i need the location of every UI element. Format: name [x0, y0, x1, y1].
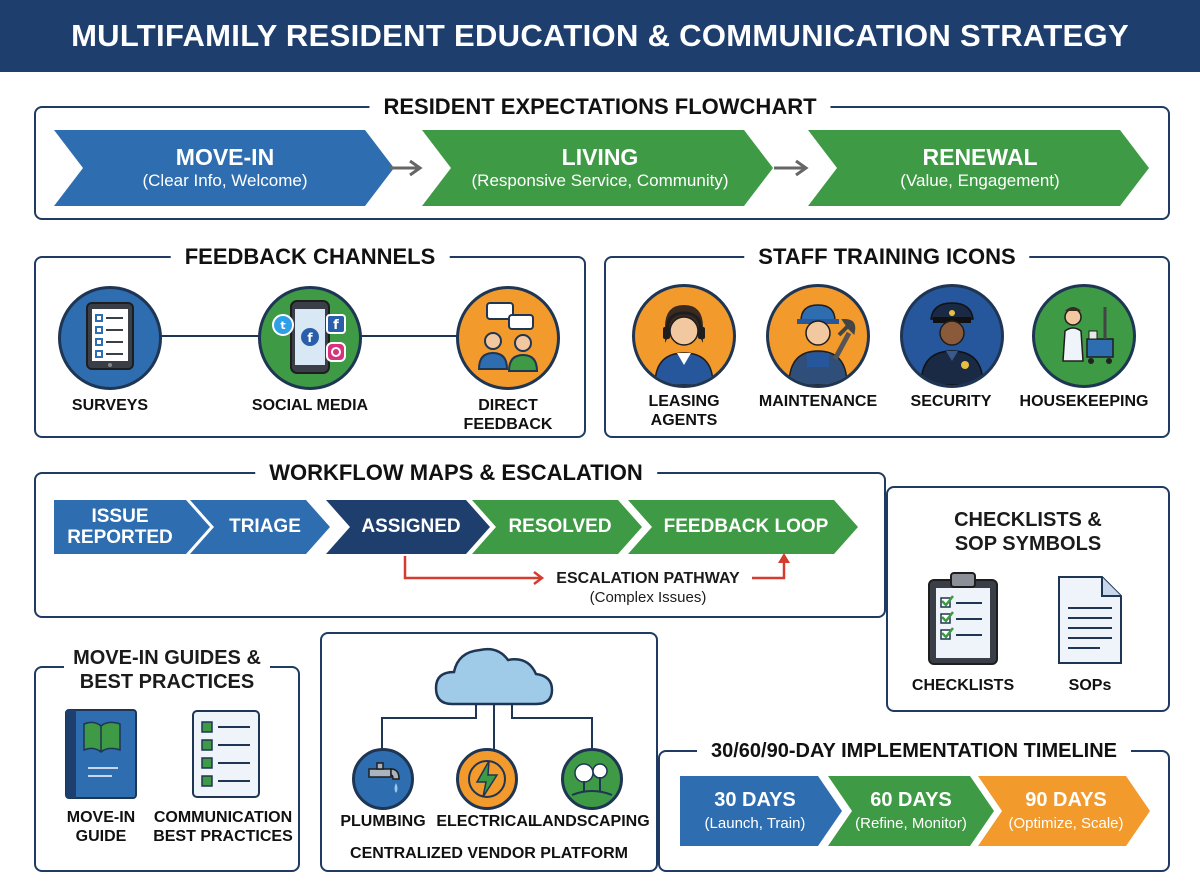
staff-label-leasing: LEASING AGENTS: [648, 393, 720, 429]
guides-label-communication: COMMUNICATION BEST PRACTICES: [153, 809, 293, 845]
header-banner: MULTIFAMILY RESIDENT EDUCATION & COMMUNI…: [0, 0, 1200, 72]
staff-label-security: SECURITY: [910, 393, 992, 410]
timeline-phase-sub: (Optimize, Scale): [1008, 815, 1124, 832]
timeline-phase-90: 90 DAYS (Optimize, Scale): [994, 778, 1138, 844]
smartphone-social-icon: t f f: [258, 286, 362, 390]
svg-text:f: f: [333, 318, 339, 333]
vendor-label-electrical: ELECTRICAL: [436, 813, 538, 830]
flowchart-title: RESIDENT EXPECTATIONS FLOWCHART: [369, 94, 831, 120]
lightning-icon: [456, 748, 518, 810]
workflow-step-label: RESOLVED: [508, 516, 612, 537]
faucet-icon: [352, 748, 414, 810]
workflow-chevron-issue: [54, 500, 210, 554]
flowchart-stage-sub: (Clear Info, Welcome): [142, 171, 308, 190]
staff-title: STAFF TRAINING ICONS: [744, 244, 1030, 270]
cloud-icon: [434, 647, 554, 706]
timeline-phase-30: 30 DAYS (Launch, Train): [680, 778, 830, 844]
workflow-step-label: TRIAGE: [229, 516, 301, 537]
flowchart-connector-1: [390, 159, 423, 177]
workflow-step-label: FEEDBACK LOOP: [663, 516, 829, 537]
guides-title: MOVE-IN GUIDES & BEST PRACTICES: [64, 646, 270, 694]
escalation-label: ESCALATION PATHWAY: [556, 570, 740, 587]
workflow-step-assigned: ASSIGNED: [346, 500, 476, 554]
flowchart-stage-living: LIVING (Responsive Service, Community): [440, 134, 760, 202]
escalation-arrow: [403, 553, 790, 585]
security-officer-icon: [900, 284, 1004, 388]
book-icon: [62, 706, 140, 802]
vendor-label-plumbing: PLUMBING: [340, 813, 426, 830]
checklists-title: CHECKLISTS & SOP SYMBOLS: [954, 509, 1102, 555]
flowchart-arrows: [54, 130, 1149, 206]
workflow-arrows: [54, 500, 858, 585]
guides-label-move-in: MOVE-IN GUIDE: [66, 809, 136, 845]
workflow-chevron-feedback-loop: [628, 500, 858, 554]
timeline-phase-sub: (Refine, Monitor): [855, 815, 967, 832]
checklists-label: CHECKLISTS: [911, 677, 1015, 694]
timeline-chevron-30: [680, 776, 842, 846]
timeline-chevron-60: [828, 776, 994, 846]
feedback-label-surveys: SURVEYS: [71, 397, 149, 414]
flowchart-chevron-move-in: [54, 130, 394, 206]
feedback-title: FEEDBACK CHANNELS: [170, 244, 450, 270]
document-icon: [1056, 574, 1124, 666]
flowchart-stage-label: LIVING: [561, 144, 639, 170]
flowchart-chevron-living: [422, 130, 773, 206]
vendor-network: [381, 647, 593, 750]
staff-label-housekeeping: HOUSEKEEPING: [1019, 393, 1149, 410]
flowchart-stage-label: MOVE-IN: [175, 144, 275, 170]
timeline-chevron-90: [978, 776, 1150, 846]
staff-label-maintenance: MAINTENANCE: [758, 393, 878, 410]
vendor-label-landscaping: LANDSCAPING: [532, 813, 650, 830]
flowchart-stage-sub: (Value, Engagement): [900, 171, 1060, 190]
workflow-step-feedback-loop: FEEDBACK LOOP: [648, 500, 844, 554]
maintenance-worker-icon: [766, 284, 870, 388]
flowchart-stage-label: RENEWAL: [922, 144, 1038, 170]
flowchart-chevron-renewal: [808, 130, 1149, 206]
trees-icon: [561, 748, 623, 810]
feedback-label-direct: DIRECT FEEDBACK: [463, 397, 553, 433]
workflow-step-resolved: RESOLVED: [492, 500, 628, 554]
workflow-chevron-resolved: [472, 500, 642, 554]
timeline-phase-sub: (Launch, Train): [704, 815, 806, 832]
tablet-survey-icon: [58, 286, 162, 390]
svg-text:f: f: [307, 331, 313, 345]
timeline-phase-label: 30 DAYS: [714, 789, 796, 811]
housekeeper-cart-icon: [1032, 284, 1136, 388]
page-title: MULTIFAMILY RESIDENT EDUCATION & COMMUNI…: [71, 18, 1129, 53]
timeline-phase-label: 90 DAYS: [1025, 789, 1107, 811]
timeline-phase-label: 60 DAYS: [870, 789, 952, 811]
workflow-step-label: ISSUE REPORTED: [67, 506, 173, 548]
flowchart-connector-2: [774, 159, 809, 177]
workflow-chevron-assigned: [326, 500, 490, 554]
workflow-step-triage: TRIAGE: [210, 500, 320, 554]
timeline-title: 30/60/90-DAY IMPLEMENTATION TIMELINE: [696, 738, 1132, 764]
escalation-text: ESCALATION PATHWAY (Complex Issues): [546, 569, 750, 607]
timeline-phase-60: 60 DAYS (Refine, Monitor): [842, 778, 980, 844]
vendor-title: CENTRALIZED VENDOR PLATFORM: [350, 845, 628, 862]
workflow-step-label: ASSIGNED: [361, 516, 461, 537]
flowchart-stage-sub: (Responsive Service, Community): [471, 171, 729, 190]
people-chat-icon: [456, 286, 560, 390]
workflow-step-issue: ISSUE REPORTED: [54, 500, 186, 554]
flowchart-stage-renewal: RENEWAL (Value, Engagement): [825, 134, 1135, 202]
feedback-label-social-media: SOCIAL MEDIA: [251, 397, 369, 414]
workflow-chevron-triage: [190, 500, 330, 554]
workflow-title: WORKFLOW MAPS & ESCALATION: [255, 460, 657, 486]
flowchart-stage-move-in: MOVE-IN (Clear Info, Welcome): [70, 134, 380, 202]
clipboard-checklist-icon: [926, 570, 1000, 666]
escalation-sub: (Complex Issues): [589, 589, 707, 606]
svg-text:t: t: [280, 319, 285, 332]
sops-label: SOPs: [1068, 677, 1112, 694]
headset-agent-icon: [632, 284, 736, 388]
list-icon: [190, 708, 262, 800]
